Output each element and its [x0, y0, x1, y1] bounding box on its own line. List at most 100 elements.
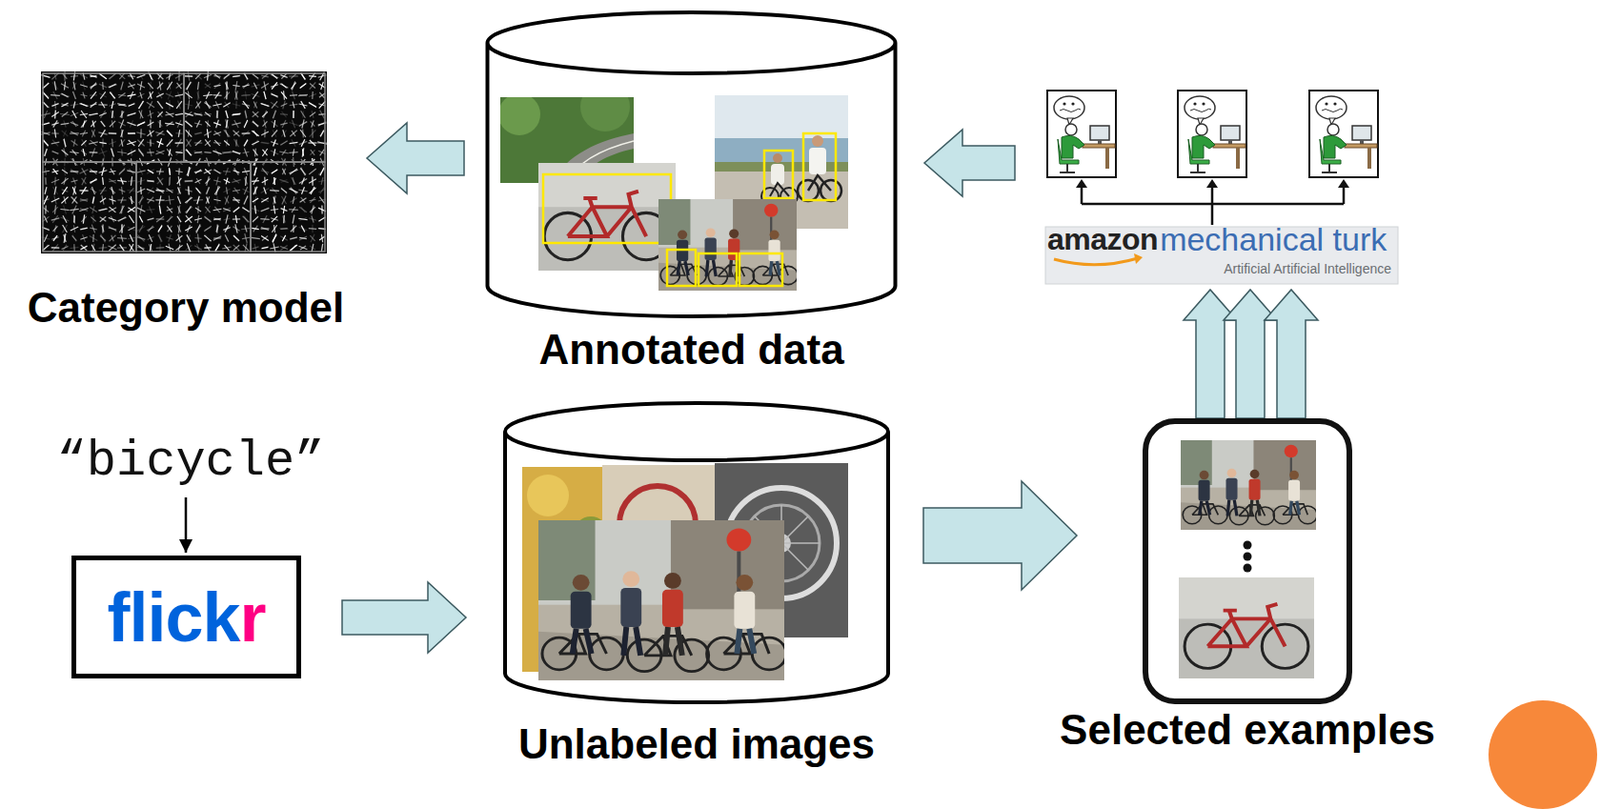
gradient-stroke — [224, 101, 230, 108]
gradient-stroke — [42, 92, 49, 100]
source-box: flickr — [71, 555, 302, 679]
gradient-stroke — [159, 204, 162, 215]
gradient-stroke — [321, 234, 323, 243]
gradient-stroke — [250, 237, 261, 239]
gradient-stroke — [178, 176, 181, 186]
gradient-stroke — [271, 129, 278, 137]
gradient-stroke — [252, 111, 259, 118]
gradient-stroke — [299, 94, 307, 96]
gradient-stroke — [216, 223, 219, 233]
gradient-stroke — [263, 91, 266, 101]
gradient-stroke — [321, 243, 323, 252]
gradient-stroke — [166, 148, 172, 156]
gradient-stroke — [60, 94, 69, 98]
distribution-lines — [1081, 186, 1344, 225]
gradient-stroke — [43, 215, 47, 223]
gradient-stroke — [108, 132, 117, 134]
gradient-stroke — [168, 195, 171, 204]
gradient-stroke — [128, 243, 134, 251]
gradient-stroke — [127, 237, 136, 239]
photo — [1180, 440, 1317, 530]
gradient-stroke — [138, 93, 145, 98]
gradient-stroke — [290, 74, 296, 80]
gradient-stroke — [100, 217, 107, 222]
gradient-stroke — [81, 139, 87, 147]
gradient-stroke — [147, 91, 154, 100]
gradient-stroke — [197, 233, 199, 243]
gradient-stroke — [281, 130, 286, 138]
gradient-stroke — [101, 121, 105, 127]
gradient-stroke — [233, 235, 240, 241]
gradient-stroke — [121, 129, 123, 138]
gradient-stroke — [148, 206, 152, 214]
gradient-stroke — [62, 224, 68, 233]
gradient-stroke — [175, 113, 183, 115]
gradient-stroke — [147, 218, 154, 222]
gradient-stroke — [290, 82, 296, 90]
gradient-stroke — [244, 176, 247, 186]
gradient-stroke — [204, 139, 210, 146]
gradient-stroke — [244, 224, 247, 232]
gradient-stroke — [140, 128, 142, 139]
gradient-stroke — [127, 207, 135, 213]
gradient-stroke — [262, 236, 268, 242]
gradient-stroke — [72, 205, 77, 215]
gradient-stroke — [108, 235, 116, 243]
gradient-stroke — [214, 186, 220, 195]
gradient-stroke — [156, 216, 164, 223]
gradient-stroke — [54, 110, 57, 120]
gradient-stroke — [166, 188, 174, 193]
gradient-stroke — [166, 216, 173, 223]
gradient-stroke — [261, 131, 269, 136]
gradient-stroke — [42, 140, 48, 145]
gradient-stroke — [165, 189, 174, 192]
gradient-stroke — [89, 180, 97, 183]
logo-text: flickr — [106, 579, 265, 656]
gradient-stroke — [261, 82, 269, 88]
gradient-stroke — [73, 243, 76, 252]
gradient-stroke — [63, 177, 66, 184]
node-label: Unlabeled images — [518, 720, 875, 769]
gradient-stroke — [99, 93, 107, 98]
gradient-stroke — [224, 234, 228, 242]
gradient-stroke — [90, 168, 98, 174]
gradient-stroke — [81, 178, 87, 184]
gradient-stroke — [168, 167, 171, 175]
gradient-stroke — [222, 208, 231, 212]
gradient-stroke — [205, 186, 210, 194]
gradient-stroke — [320, 187, 325, 195]
gradient-stroke — [80, 199, 88, 202]
gradient-stroke — [70, 169, 79, 175]
gradient-stroke — [271, 121, 279, 126]
gradient-stroke — [309, 187, 317, 194]
gradient-stroke — [224, 234, 229, 243]
gradient-stroke — [225, 120, 228, 129]
gradient-stroke — [195, 140, 202, 146]
block-arrow — [366, 122, 465, 194]
gradient-stroke — [117, 217, 126, 221]
bounding-box — [803, 133, 836, 201]
gradient-stroke — [129, 215, 134, 223]
ellipsis-dot — [1243, 541, 1253, 550]
gradient-stroke — [44, 186, 47, 194]
gradient-stroke — [156, 188, 163, 194]
gradient-stroke — [203, 225, 212, 231]
gradient-stroke — [253, 177, 258, 184]
gradient-stroke — [126, 141, 137, 145]
gradient-stroke — [213, 75, 221, 78]
gradient-stroke — [92, 205, 95, 214]
gradient-stroke — [43, 110, 47, 119]
gradient-stroke — [43, 196, 48, 205]
gradient-stroke — [60, 103, 68, 106]
gradient-stroke — [138, 197, 143, 203]
gradient-stroke — [205, 91, 209, 100]
gradient-stroke — [99, 73, 106, 80]
gradient-stroke — [158, 73, 163, 80]
gradient-stroke — [320, 110, 325, 120]
gradient-stroke — [138, 139, 143, 147]
gradient-stroke — [289, 237, 298, 240]
gradient-stroke — [299, 236, 307, 241]
gradient-stroke — [290, 225, 297, 233]
gradient-stroke — [291, 81, 295, 91]
